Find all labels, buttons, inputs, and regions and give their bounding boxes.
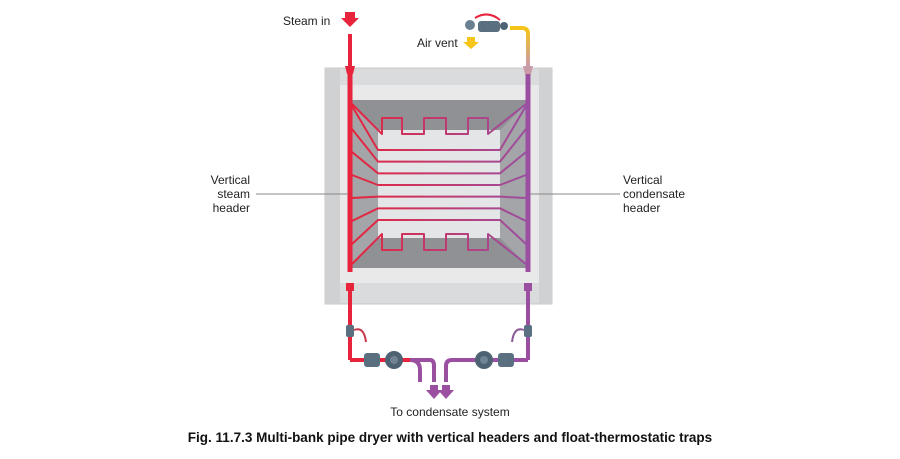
air-vent-line bbox=[465, 13, 533, 74]
steam-header-label-line1: Vertical bbox=[210, 173, 250, 187]
steam-in-arrow bbox=[341, 12, 359, 27]
air-vent-icon bbox=[465, 20, 475, 30]
air-vent-valve bbox=[478, 21, 500, 32]
condensate-header-label-line1: Vertical bbox=[623, 173, 663, 187]
coil-bank bbox=[351, 103, 527, 265]
condensate-header-label-line3: header bbox=[623, 201, 661, 215]
coil-bottom-loop bbox=[351, 233, 527, 265]
figure-caption: Fig. 11.7.3 Multi-bank pipe dryer with v… bbox=[187, 430, 713, 445]
condensate-side-trap bbox=[444, 351, 514, 382]
coil-row bbox=[351, 174, 527, 186]
coil-row bbox=[351, 151, 527, 175]
air-vent-label: Air vent bbox=[417, 36, 458, 50]
condensate-arrow-left bbox=[426, 385, 442, 399]
steam-header-label: Vertical steam header bbox=[190, 173, 250, 215]
steam-header-label-line2: steam bbox=[217, 187, 250, 201]
air-vent-arrow bbox=[463, 37, 479, 49]
coil-row bbox=[351, 219, 527, 245]
coil-row bbox=[351, 195, 527, 199]
steam-side-trap bbox=[364, 351, 436, 382]
steam-in-label: Steam in bbox=[283, 14, 331, 28]
coil-row bbox=[351, 105, 527, 151]
coil-row bbox=[351, 207, 527, 222]
steam-header-label-line3: header bbox=[212, 201, 250, 215]
condensate-header-label: Vertical condensate header bbox=[623, 173, 713, 215]
to-condensate-label: To condensate system bbox=[390, 405, 510, 419]
condensate-arrow-right bbox=[438, 385, 454, 399]
condensate-header-label-line2: condensate bbox=[623, 187, 686, 201]
coil-top-loop bbox=[351, 103, 527, 135]
coil-row bbox=[351, 128, 527, 163]
